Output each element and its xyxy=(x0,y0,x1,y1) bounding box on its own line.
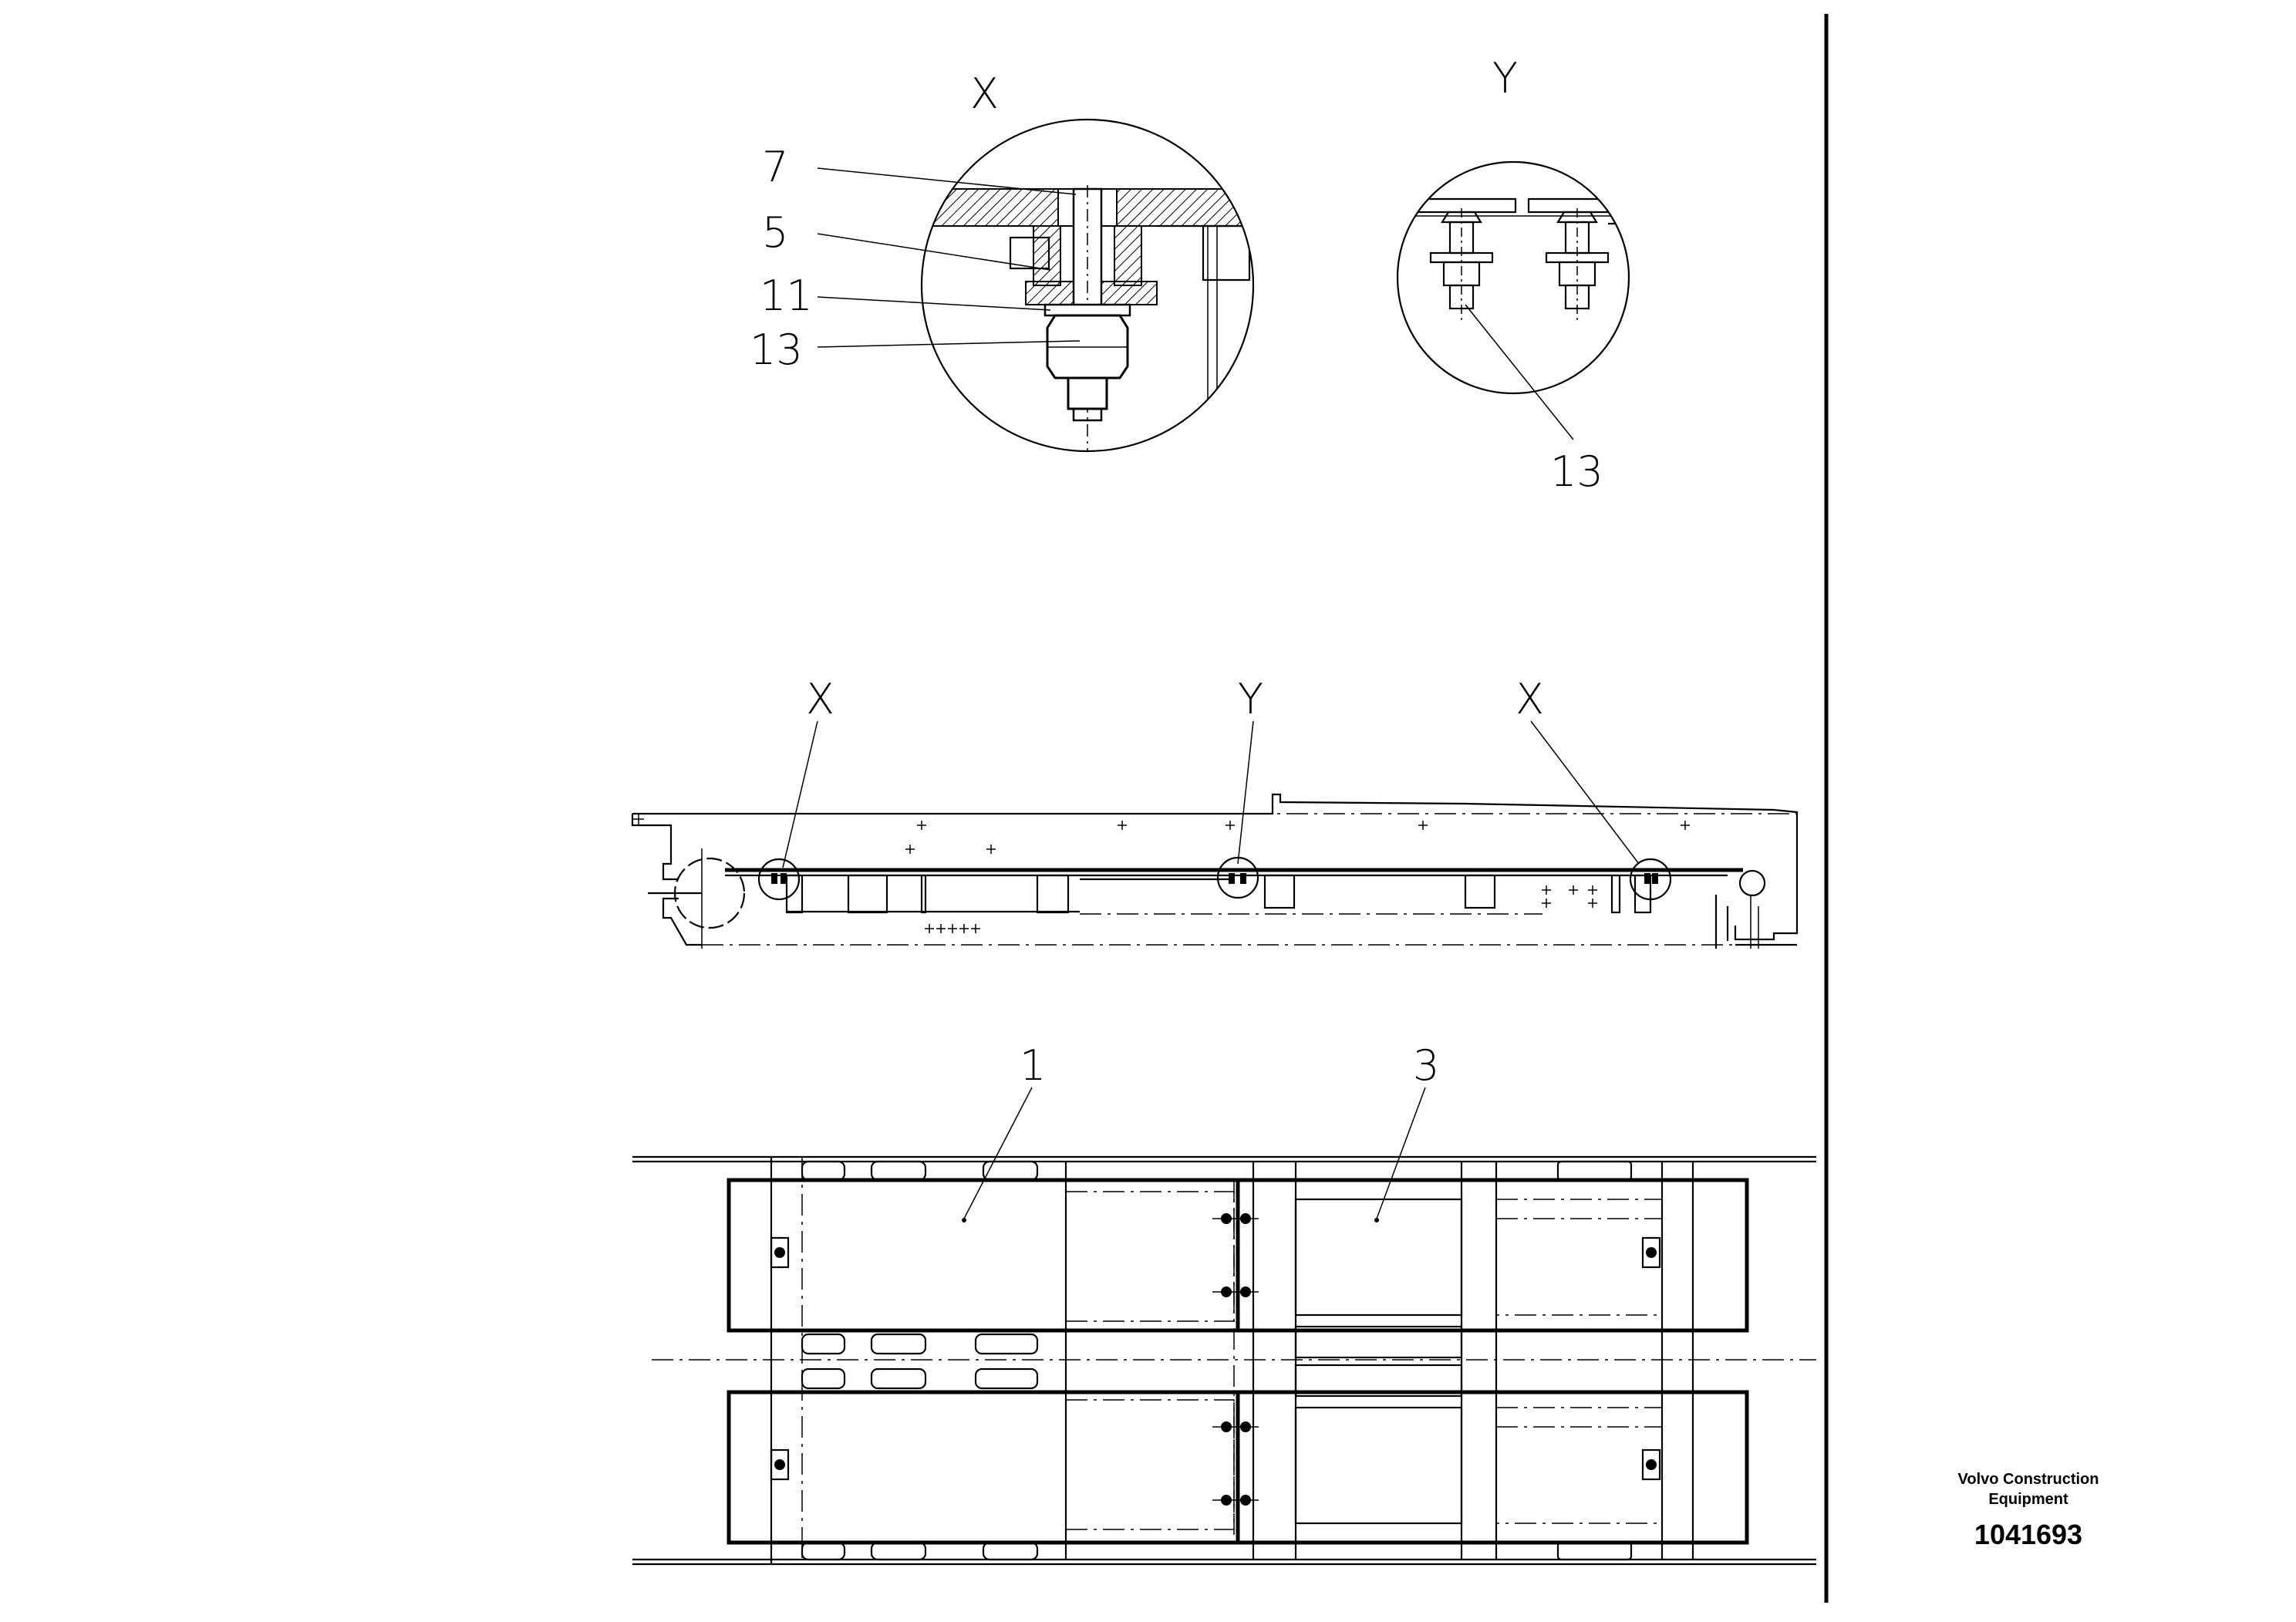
part-5-label-x: 5 xyxy=(762,208,788,257)
part-3-label: 3 xyxy=(1413,1041,1439,1090)
detail-x-label: X xyxy=(970,69,999,118)
title-block-line1: Volvo Construction xyxy=(1957,1471,2099,1488)
detail-y-label: Y xyxy=(1492,54,1518,103)
plan-view: 1 3 xyxy=(632,1041,1816,1566)
side-view: X Y X xyxy=(631,675,1799,949)
part-1-label: 1 xyxy=(1020,1041,1046,1090)
title-block: Volvo Construction Equipment 1041693 xyxy=(1897,1469,2159,1551)
detail-y-view: Y 13 xyxy=(1396,54,1630,496)
part-7-label-x: 7 xyxy=(762,143,788,191)
side-y-label: Y xyxy=(1238,675,1263,723)
title-block-line2: Equipment xyxy=(1988,1491,2068,1508)
detail-x-view: X xyxy=(750,69,1255,453)
side-x-right-label: X xyxy=(1515,675,1544,723)
side-x-left-label: X xyxy=(806,675,834,723)
part-13-label-y: 13 xyxy=(1550,447,1603,496)
part-13-label-x: 13 xyxy=(750,325,803,374)
part-11-label-x: 11 xyxy=(760,271,813,320)
drawing-number: 1041693 xyxy=(1974,1519,2083,1550)
